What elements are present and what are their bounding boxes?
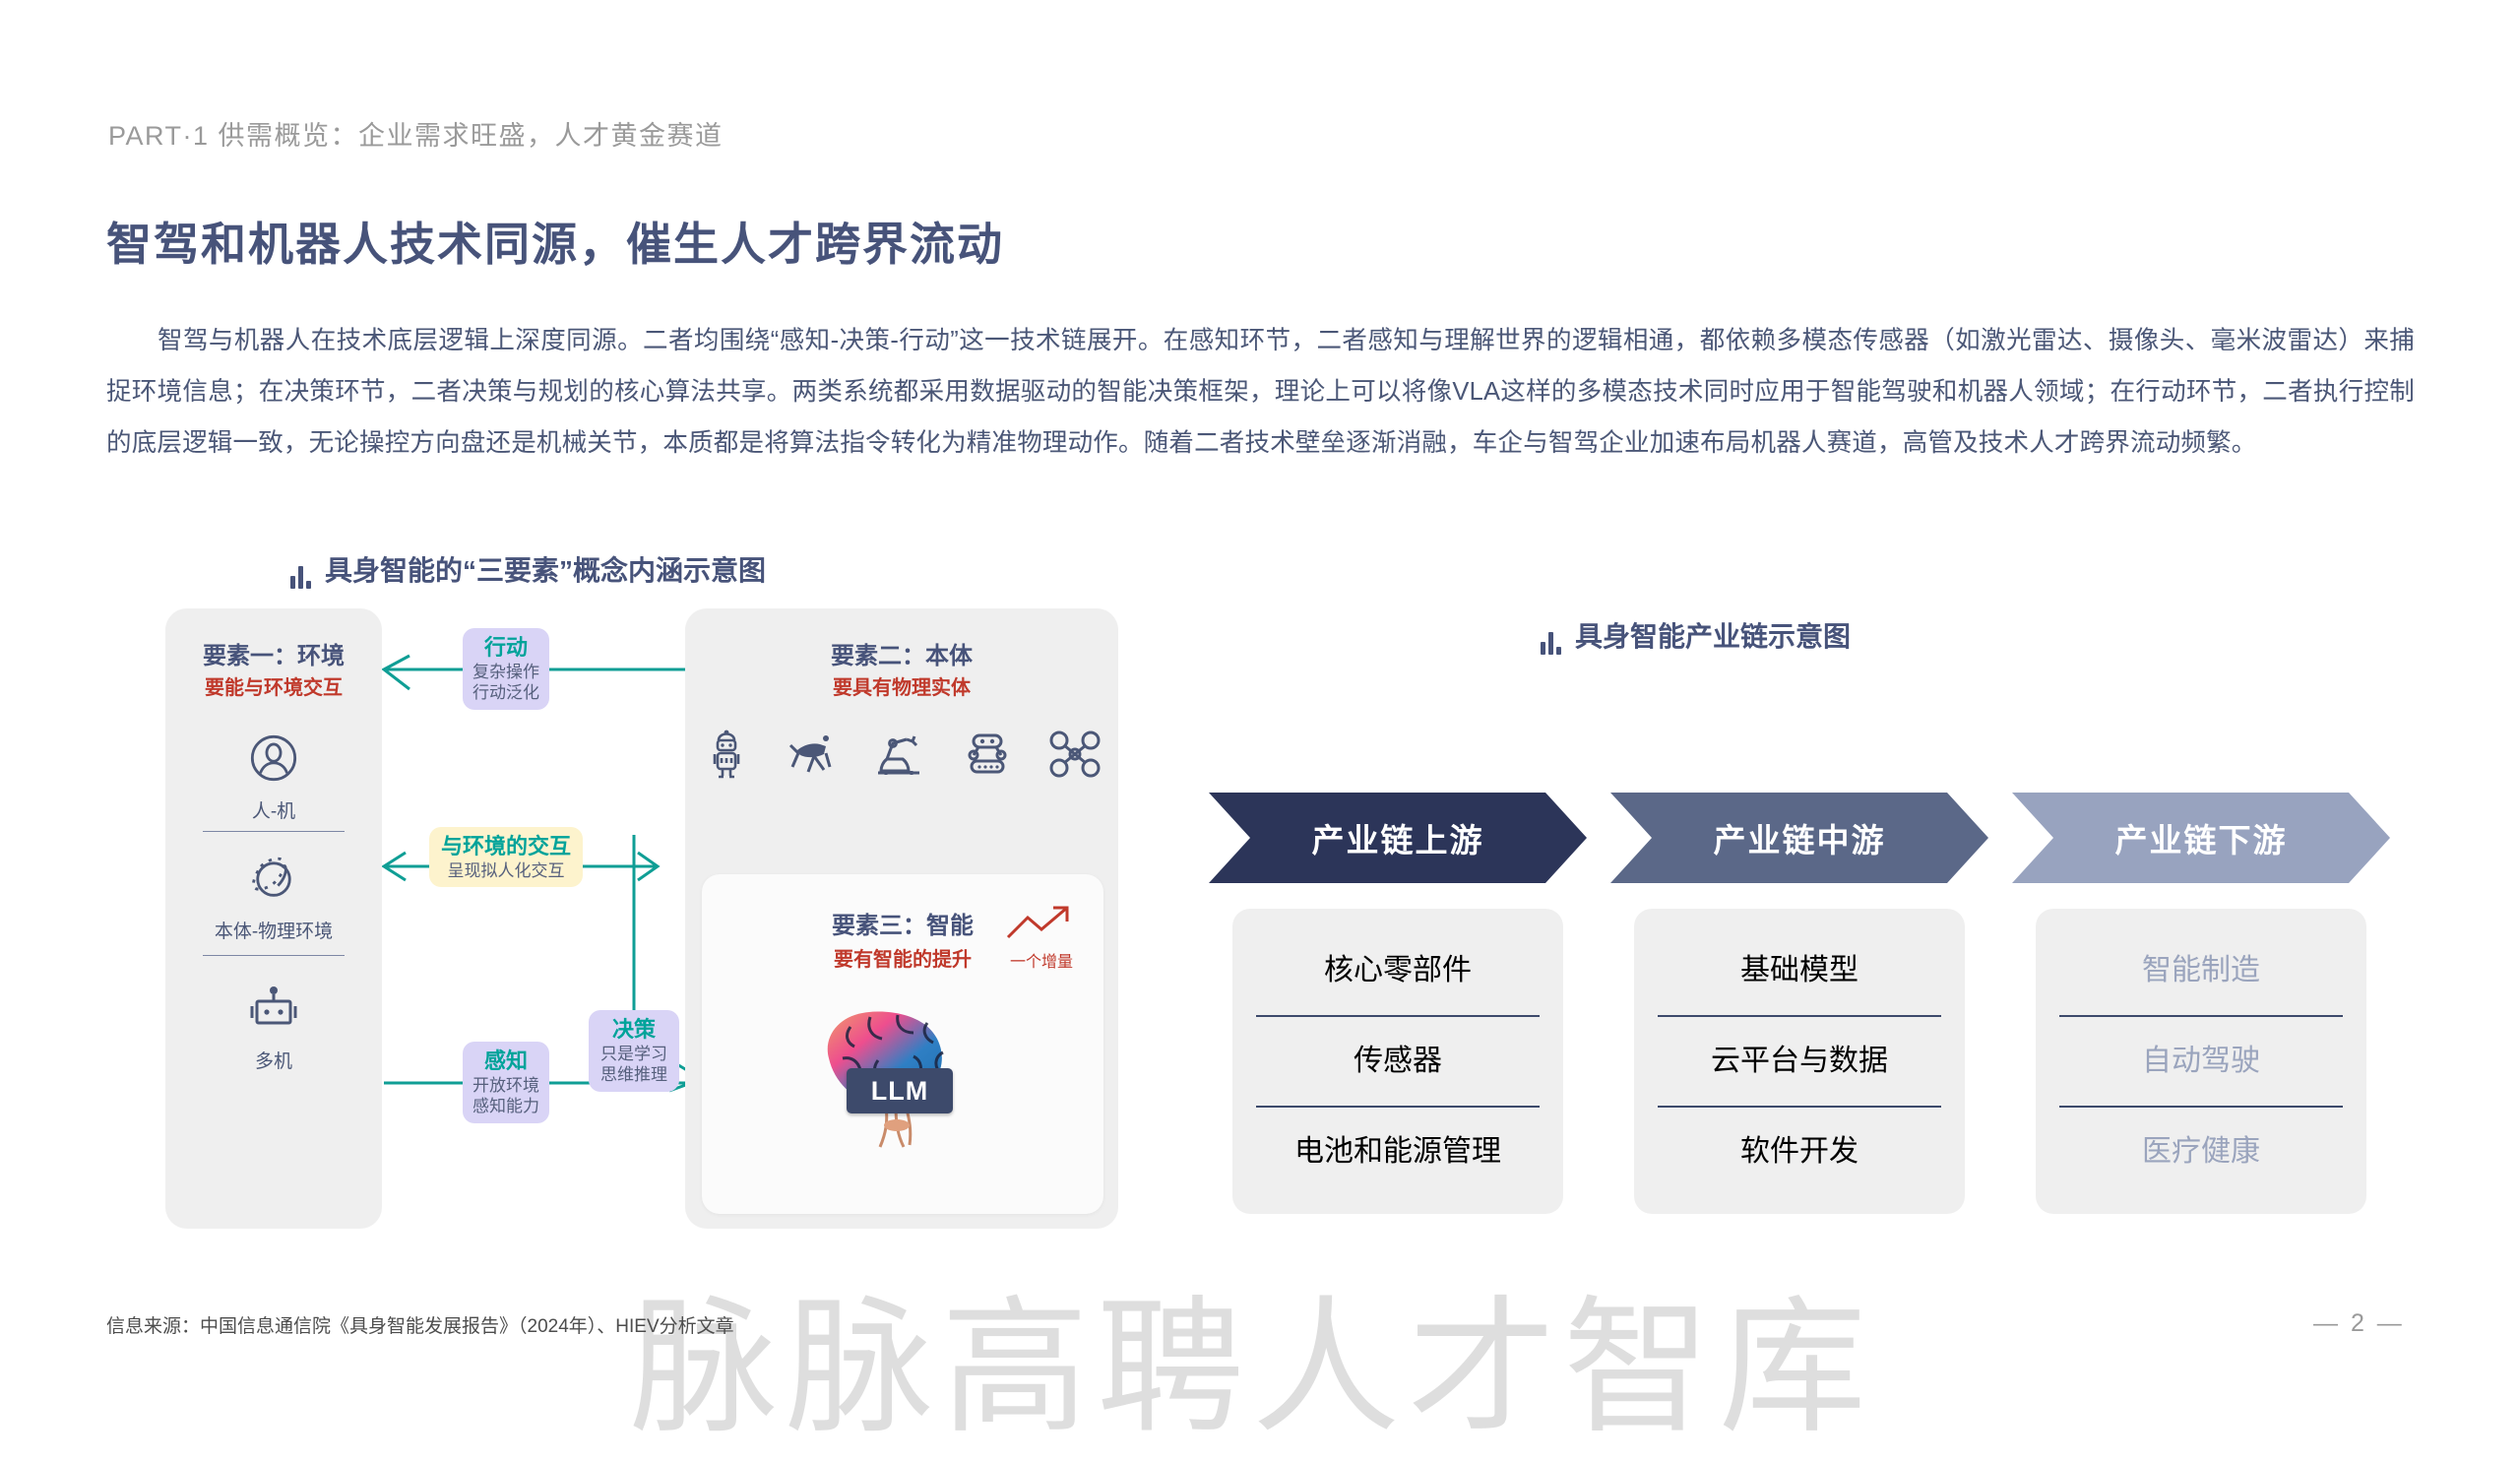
element-one-subtitle: 要能与环境交互 — [205, 677, 343, 699]
chain-card-upstream: 核心零部件 传感器 电池和能源管理 — [1232, 909, 1563, 1214]
flow-box-interaction: 与环境的交互 呈现拟人化交互 — [429, 827, 583, 888]
chain-stage-label: 产业链下游 — [2114, 822, 2288, 858]
flow-box-perception: 感知 开放环境 感知能力 — [463, 1042, 549, 1123]
element-one-item-label: 人-机 — [251, 801, 296, 822]
right-chart-heading: 具身智能产业链示意图 — [1541, 615, 1851, 655]
robot-arm-icon — [873, 730, 926, 784]
element-one-item-label: 本体-物理环境 — [214, 922, 334, 942]
chain-card-downstream: 智能制造 自动驾驶 医疗健康 — [2036, 909, 2366, 1214]
element-one-item-label: 多机 — [254, 1051, 292, 1072]
flow-box-perception-line1: 开放环境 — [472, 1075, 539, 1095]
chain-stage-banner-downstream: 产业链下游 — [2012, 793, 2390, 883]
flow-box-decision: 决策 只是学习 思维推理 — [589, 1010, 679, 1092]
person-icon — [165, 732, 382, 789]
slide-page: 脉脉高聘人才智库 PART·1 供需概览：企业需求旺盛，人才黄金赛道 智驾和机器… — [106, 121, 2422, 1450]
element-one-item-planet: 本体-物理环境 — [165, 853, 382, 943]
part-label: PART·1 供需概览：企业需求旺盛，人才黄金赛道 — [108, 121, 724, 151]
drone-icon — [1048, 731, 1102, 783]
flow-box-action-title: 行动 — [483, 635, 528, 660]
growth-arrow-icon — [1006, 906, 1069, 939]
chain-card-item: 自动驾驶 — [2142, 1045, 2260, 1077]
element-three-subtitle: 要有智能的提升 — [834, 949, 972, 971]
left-chart-heading: 具身智能的“三要素”概念内涵示意图 — [290, 549, 766, 589]
chain-card-item: 传感器 — [1354, 1045, 1442, 1077]
chain-card-item: 核心零部件 — [1324, 954, 1472, 986]
flow-box-decision-title: 决策 — [611, 1017, 656, 1042]
element-one-title: 要素一：环境 — [203, 643, 345, 669]
chain-card-item: 软件开发 — [1740, 1135, 1858, 1168]
divider — [1256, 1106, 1540, 1108]
element-three-title: 要素三：智能 — [832, 913, 974, 939]
humanoid-robot-icon — [702, 729, 751, 785]
chain-card-item: 医疗健康 — [2142, 1135, 2260, 1168]
body-paragraph: 智驾与机器人在技术底层逻辑上深度同源。二者均围绕“感知-决策-行动”这一技术链展… — [106, 327, 2415, 457]
divider — [1658, 1106, 1941, 1108]
bar-chart-icon — [1541, 631, 1561, 655]
element-two-icon-row — [685, 729, 1118, 785]
page-number: — 2 — — [2313, 1309, 2405, 1337]
planet-icon — [165, 853, 382, 909]
page-title: 智驾和机器人技术同源，催生人才跨界流动 — [106, 219, 1004, 270]
flow-box-decision-line2: 思维推理 — [600, 1065, 667, 1085]
chain-stage-banner-upstream: 产业链上游 — [1209, 793, 1587, 883]
flow-box-interaction-title: 与环境的交互 — [440, 834, 571, 858]
element-one-panel — [165, 608, 382, 1229]
right-chart-heading-label: 具身智能产业链示意图 — [1575, 621, 1852, 652]
divider — [1256, 1015, 1540, 1017]
chain-stage-banner-midstream: 产业链中游 — [1610, 793, 1988, 883]
llm-chip-label: LLM — [847, 1068, 953, 1113]
growth-annotation-label: 一个增量 — [1009, 954, 1073, 971]
divider — [2059, 1015, 2343, 1017]
flow-box-interaction-line1: 呈现拟人化交互 — [447, 860, 565, 880]
chain-card-item: 智能制造 — [2142, 954, 2260, 986]
flow-box-perception-line2: 感知能力 — [472, 1097, 539, 1116]
flow-box-action: 行动 复杂操作 行动泛化 — [463, 628, 549, 710]
watermark: 脉脉高聘人才智库 — [630, 1285, 1875, 1450]
chain-card-item: 电池和能源管理 — [1294, 1135, 1501, 1168]
flow-box-action-line2: 行动泛化 — [472, 683, 539, 703]
element-two-title: 要素二：本体 — [831, 643, 973, 669]
flow-box-decision-line1: 只是学习 — [600, 1044, 667, 1063]
divider — [203, 831, 345, 832]
chain-stage-label: 产业链上游 — [1311, 822, 1484, 858]
chain-card-item: 基础模型 — [1740, 954, 1858, 986]
brain-illustration: LLM — [795, 997, 1002, 1184]
flow-box-action-line1: 复杂操作 — [472, 662, 539, 681]
flow-box-perception-title: 感知 — [483, 1049, 528, 1073]
chain-card-midstream: 基础模型 云平台与数据 软件开发 — [1634, 909, 1965, 1214]
chain-stage-label: 产业链中游 — [1713, 822, 1886, 858]
quadruped-robot-icon — [785, 731, 840, 782]
three-elements-diagram: 要素一：环境 要能与环境交互 人-机 本体-物理环境 — [165, 608, 1120, 1239]
divider — [203, 955, 345, 956]
bar-chart-icon — [290, 565, 311, 589]
industry-chain-diagram: 产业链上游 产业链中游 产业链下游 核心零部件 传感器 电池和能源管理 基础模型… — [1209, 793, 2422, 1236]
left-chart-heading-label: 具身智能的“三要素”概念内涵示意图 — [325, 555, 767, 586]
element-one-item-person: 人-机 — [165, 732, 382, 823]
divider — [1658, 1015, 1941, 1017]
growth-annotation: 一个增量 — [982, 904, 1101, 972]
element-one-item-multi-robot: 多机 — [165, 985, 382, 1073]
robot-head-icon — [165, 985, 382, 1039]
tracked-robot-icon — [960, 731, 1015, 782]
divider — [2059, 1106, 2343, 1108]
element-two-subtitle: 要具有物理实体 — [833, 677, 971, 699]
chain-card-item: 云平台与数据 — [1711, 1045, 1888, 1077]
source-note: 信息来源：中国信息通信院《具身智能发展报告》（2024年）、HIEV分析文章 — [106, 1316, 734, 1337]
